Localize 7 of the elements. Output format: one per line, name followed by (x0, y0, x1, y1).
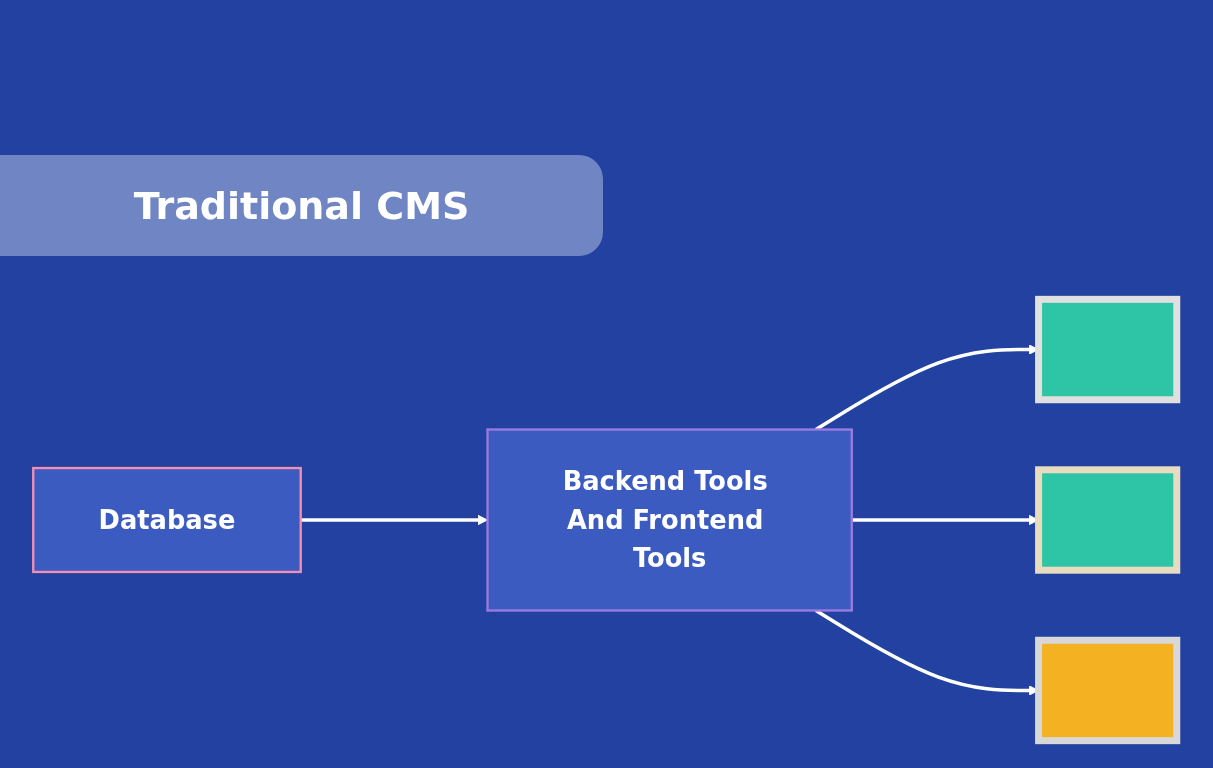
node-box (1035, 636, 1181, 745)
node-box: Database (32, 466, 302, 574)
title-banner: Traditional CMS (0, 155, 603, 256)
node-box: Backend Tools And Frontend Tools (486, 428, 853, 612)
arrow (300, 514, 488, 526)
node-box (1035, 466, 1181, 574)
node-box (1035, 295, 1181, 404)
